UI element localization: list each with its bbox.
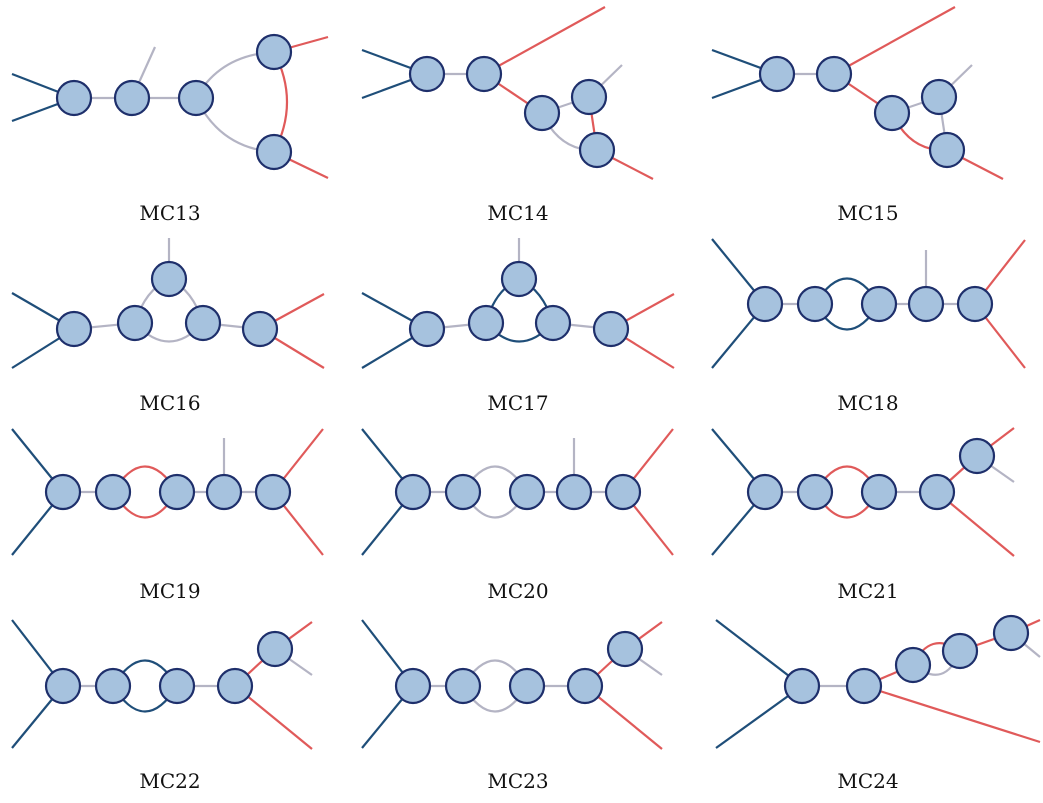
node — [256, 630, 294, 668]
node — [94, 667, 132, 705]
diagram-label: MC16 — [139, 391, 200, 415]
node — [394, 473, 432, 511]
red-edge — [863, 684, 1041, 744]
node — [113, 79, 151, 117]
node — [746, 285, 784, 323]
node — [566, 667, 604, 705]
node — [255, 133, 293, 171]
node — [860, 285, 898, 323]
node — [394, 667, 432, 705]
diagram-mc19: MC19 — [11, 428, 324, 603]
node — [941, 632, 979, 670]
node — [796, 473, 834, 511]
node — [873, 94, 911, 132]
diagram-mc13: MC13 — [11, 33, 329, 225]
node — [958, 437, 996, 475]
diagram-mc17: MC17 — [361, 238, 675, 415]
diagram-mc23: MC23 — [361, 619, 663, 793]
node — [158, 667, 196, 705]
diagram-label: MC23 — [487, 769, 548, 793]
diagram-mc16: MC16 — [11, 238, 325, 415]
diagram-mc20: MC20 — [361, 428, 674, 603]
node — [815, 55, 853, 93]
node — [604, 473, 642, 511]
node — [578, 131, 616, 169]
node — [758, 55, 796, 93]
node — [555, 473, 593, 511]
node — [465, 55, 503, 93]
node — [467, 304, 505, 342]
node — [177, 79, 215, 117]
node — [444, 473, 482, 511]
diagram-label: MC18 — [837, 391, 898, 415]
node — [860, 473, 898, 511]
node — [523, 94, 561, 132]
diagram-mc18: MC18 — [711, 238, 1026, 415]
diagram-mc24: MC24 — [715, 614, 1041, 793]
node — [920, 78, 958, 116]
node — [158, 473, 196, 511]
diagram-label: MC14 — [487, 201, 548, 225]
node — [255, 33, 293, 71]
node — [894, 646, 932, 684]
node — [534, 304, 572, 342]
diagram-label: MC17 — [487, 391, 548, 415]
node — [508, 473, 546, 511]
node — [592, 310, 630, 348]
diagram-label: MC13 — [139, 201, 200, 225]
node — [606, 630, 644, 668]
node — [408, 55, 446, 93]
node — [44, 473, 82, 511]
diagram-mc22: MC22 — [11, 619, 313, 793]
node — [570, 78, 608, 116]
node — [956, 285, 994, 323]
node — [408, 310, 446, 348]
node — [55, 79, 93, 117]
node — [94, 473, 132, 511]
node — [508, 667, 546, 705]
node — [746, 473, 784, 511]
node — [928, 131, 966, 169]
node — [55, 310, 93, 348]
diagram-label: MC22 — [139, 769, 200, 793]
node — [907, 285, 945, 323]
diagram-label: MC19 — [139, 579, 200, 603]
node — [444, 667, 482, 705]
diagram-mc21: MC21 — [711, 427, 1015, 603]
node — [116, 304, 154, 342]
diagram-mc15: MC15 — [711, 6, 1004, 225]
node — [184, 304, 222, 342]
diagram-label: MC20 — [487, 579, 548, 603]
node — [500, 260, 538, 298]
node — [44, 667, 82, 705]
node — [150, 260, 188, 298]
red-edge — [833, 6, 956, 75]
node — [254, 473, 292, 511]
node — [783, 667, 821, 705]
node — [796, 285, 834, 323]
diagram-label: MC24 — [837, 769, 898, 793]
diagram-mc14: MC14 — [361, 6, 654, 225]
diagram-label: MC21 — [837, 579, 898, 603]
node — [845, 667, 883, 705]
node — [992, 614, 1030, 652]
diagram-label: MC15 — [837, 201, 898, 225]
node — [205, 473, 243, 511]
node — [918, 473, 956, 511]
red-edge — [483, 6, 606, 75]
node — [216, 667, 254, 705]
node — [241, 310, 279, 348]
